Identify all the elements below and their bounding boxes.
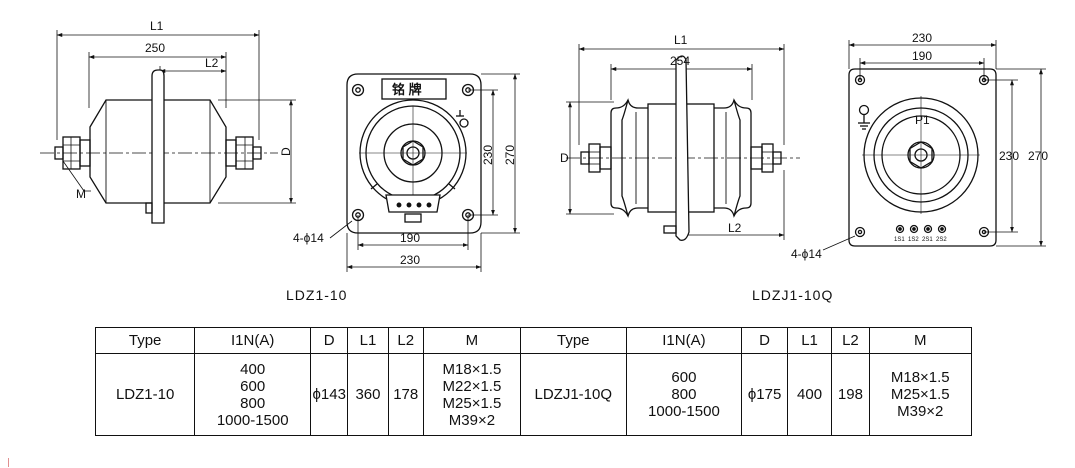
ldz1-dim-230-h: 230 [400, 253, 420, 267]
spec-header-row: Type I1N(A) D L1 L2 M Type I1N(A) D L1 L… [94, 327, 973, 354]
thread-value: M18×1.5 [442, 360, 502, 378]
header-cell: L1 [347, 327, 389, 354]
l1-cell: 400 [786, 353, 833, 436]
ldzj1-front-view [822, 40, 1046, 251]
secondary-terminal-label: 2S1 [922, 237, 933, 243]
thread-cell: M18×1.5 M22×1.5 M25×1.5 M39×2 [422, 353, 522, 436]
ldzj1-caption: LDZJ1-10Q [752, 287, 833, 303]
thread-value: M25×1.5 [890, 386, 950, 403]
ldzj1-dim-d: D [560, 151, 569, 165]
header-cell: D [741, 327, 788, 354]
thread-value: M22×1.5 [442, 377, 502, 395]
ldz1-holes-label: 4-ϕ14 [293, 231, 324, 245]
header-cell: Type [520, 327, 627, 354]
l2-cell: 198 [831, 353, 870, 436]
ldzj1-dim-230-v: 230 [999, 149, 1019, 163]
type-cell: LDZ1-10 [94, 353, 196, 436]
secondary-terminal-label: 1S2 [908, 237, 919, 243]
nameplate-label: 铭 牌 [392, 82, 422, 97]
current-value: 1000-1500 [648, 403, 720, 420]
thread-value: M39×2 [897, 403, 944, 420]
ldz1-dim-230-v: 230 [481, 145, 495, 165]
header-cell: D [310, 327, 349, 354]
current-cell: 400 600 800 1000-1500 [194, 353, 312, 436]
header-cell: I1N(A) [625, 327, 743, 354]
current-cell: 600 800 1000-1500 [625, 353, 743, 436]
ldzj1-dim-l1: L1 [674, 33, 688, 47]
ldz1-caption: LDZ1-10 [286, 287, 347, 303]
current-value: 1000-1500 [216, 411, 289, 429]
table-row: LDZ1-10 400 600 800 1000-1500 ϕ143 360 1… [94, 353, 973, 436]
current-value: 800 [671, 386, 697, 403]
spec-table: Type I1N(A) D L1 L2 M Type I1N(A) D L1 L… [94, 327, 973, 436]
ldz1-dim-250: 250 [145, 41, 165, 55]
current-value: 400 [240, 360, 266, 378]
ldz1-dim-d: D [279, 147, 293, 156]
terminal-p1-label: P1 [915, 113, 930, 127]
header-cell: M [868, 327, 973, 354]
current-value: 600 [240, 377, 266, 395]
header-cell: I1N(A) [194, 327, 312, 354]
ldz1-side-view [40, 30, 296, 224]
secondary-terminal-label: 2S2 [936, 237, 947, 243]
thread-cell: M18×1.5 M25×1.5 M39×2 [868, 353, 973, 436]
type-cell: LDZJ1-10Q [520, 353, 627, 436]
edge-mark [8, 458, 9, 467]
diameter-cell: ϕ143 [310, 353, 349, 436]
thread-value: M25×1.5 [442, 394, 502, 412]
ldz1-dim-m: M [76, 187, 86, 201]
ldzj1-dim-230-top: 230 [912, 31, 932, 45]
ldzj1-dim-190: 190 [912, 49, 932, 63]
header-cell: L1 [786, 327, 833, 354]
ldz1-dim-l2: L2 [205, 56, 219, 70]
ldz1-front-view [329, 73, 520, 272]
ldzj1-holes-label: 4-ϕ14 [791, 247, 822, 261]
l2-cell: 178 [387, 353, 424, 436]
thread-value: M18×1.5 [890, 369, 950, 386]
diameter-cell: ϕ175 [741, 353, 788, 436]
l1-cell: 360 [347, 353, 389, 436]
ldz1-dim-190: 190 [400, 231, 420, 245]
ldzj1-dim-l2: L2 [728, 221, 742, 235]
ldz1-dim-270-v: 270 [503, 145, 517, 165]
header-cell: L2 [831, 327, 870, 354]
current-value: 800 [240, 394, 266, 412]
ldzj1-dim-270-v: 270 [1028, 149, 1048, 163]
secondary-terminal-label: 1S1 [894, 237, 905, 243]
ldz1-dim-l1: L1 [150, 19, 164, 33]
header-cell: Type [94, 327, 196, 354]
header-cell: M [422, 327, 522, 354]
current-value: 600 [671, 369, 697, 386]
ldzj1-dim-254: 254 [670, 54, 690, 68]
thread-value: M39×2 [448, 411, 496, 429]
header-cell: L2 [387, 327, 424, 354]
ldzj1-side-view [566, 44, 800, 241]
